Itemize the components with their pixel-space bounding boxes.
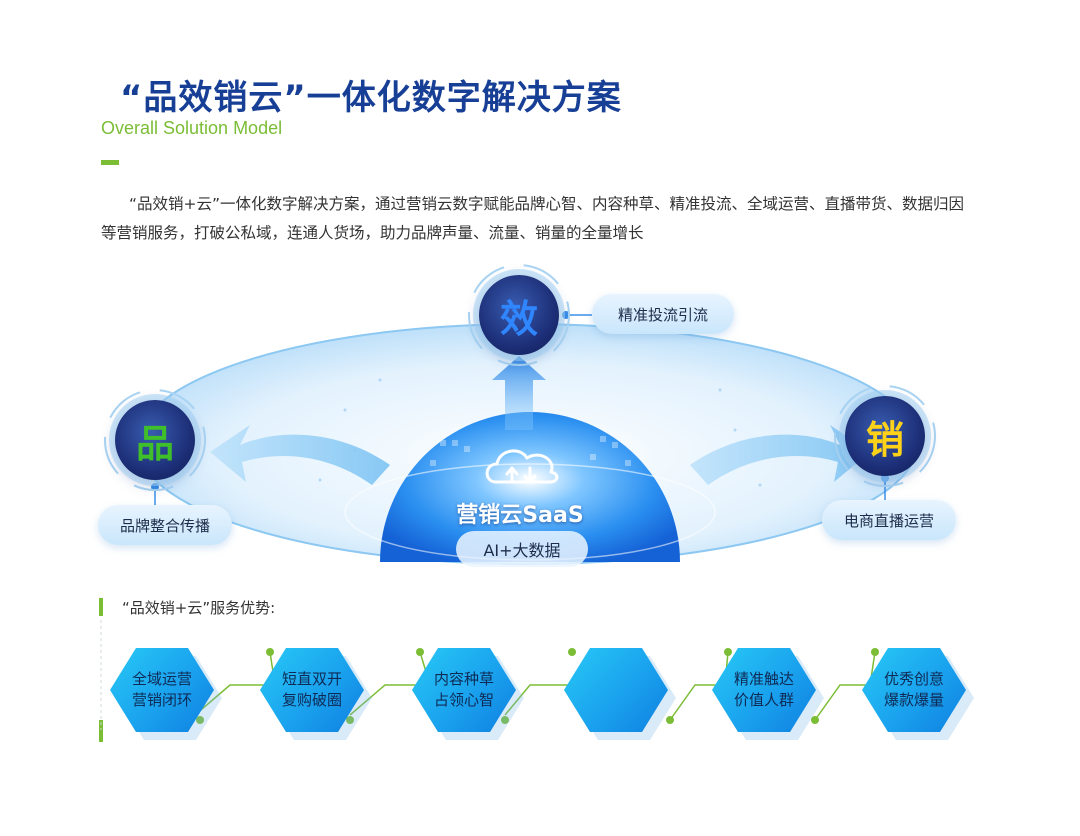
advantage-3-line1: 内容种草	[433, 670, 494, 688]
globe-dots	[430, 436, 631, 466]
center-title: 营销云SaaS	[456, 503, 584, 528]
node-pin-char: 品	[135, 421, 174, 466]
globe	[380, 412, 680, 562]
node-pin-label: 品牌整合传播	[98, 505, 232, 545]
advantage-3-line2: 占领心智	[433, 691, 494, 709]
advantage-2-line1: 短直双开	[281, 670, 342, 688]
node-xiao: 效	[479, 275, 559, 355]
arrow-right	[690, 425, 870, 485]
advantage-6-line1: 优秀创意	[883, 670, 944, 688]
advantage-1-line1: 全域运营	[131, 670, 192, 688]
node-sales-char: 销	[865, 417, 904, 462]
section-marker-bottom	[99, 720, 103, 742]
intro-paragraph: “品效销+云”一体化数字解决方案，通过营销云数字赋能品牌心智、内容种草、精准投流…	[101, 195, 965, 242]
advantage-5-line1: 精准触达	[733, 670, 794, 688]
section-marker	[99, 598, 103, 616]
page-subtitle: Overall Solution Model	[101, 118, 283, 138]
advantage-6-line2: 爆款爆量	[883, 691, 944, 709]
node-xiao-sales: 销	[845, 396, 925, 476]
cloud-transfer-icon	[485, 449, 559, 484]
node-pin: 品	[115, 400, 195, 480]
advantage-hex-3: 内容种草 占领心智	[412, 648, 516, 732]
page-title: “品效销云”一体化数字解决方案	[120, 78, 622, 118]
advantage-hex-2: 短直双开 复购破圈	[260, 648, 364, 732]
node-sales-label: 电商直播运营	[822, 500, 956, 540]
arrow-left	[210, 425, 390, 485]
advantages-title: “品效销+云”服务优势:	[122, 599, 276, 617]
advantage-2-line2: 复购破圈	[281, 691, 342, 709]
advantage-5-line2: 价值人群	[733, 691, 794, 709]
advantages-connectors	[100, 620, 879, 730]
node-xiao-char: 效	[499, 296, 538, 341]
accent-dash	[101, 160, 119, 165]
arrow-up	[492, 356, 546, 430]
solution-diagram	[104, 264, 936, 565]
center-subtitle: AI+大数据	[456, 531, 588, 567]
advantage-1-line2: 营销闭环	[131, 691, 192, 709]
node-xiao-label: 精准投流引流	[592, 294, 734, 334]
